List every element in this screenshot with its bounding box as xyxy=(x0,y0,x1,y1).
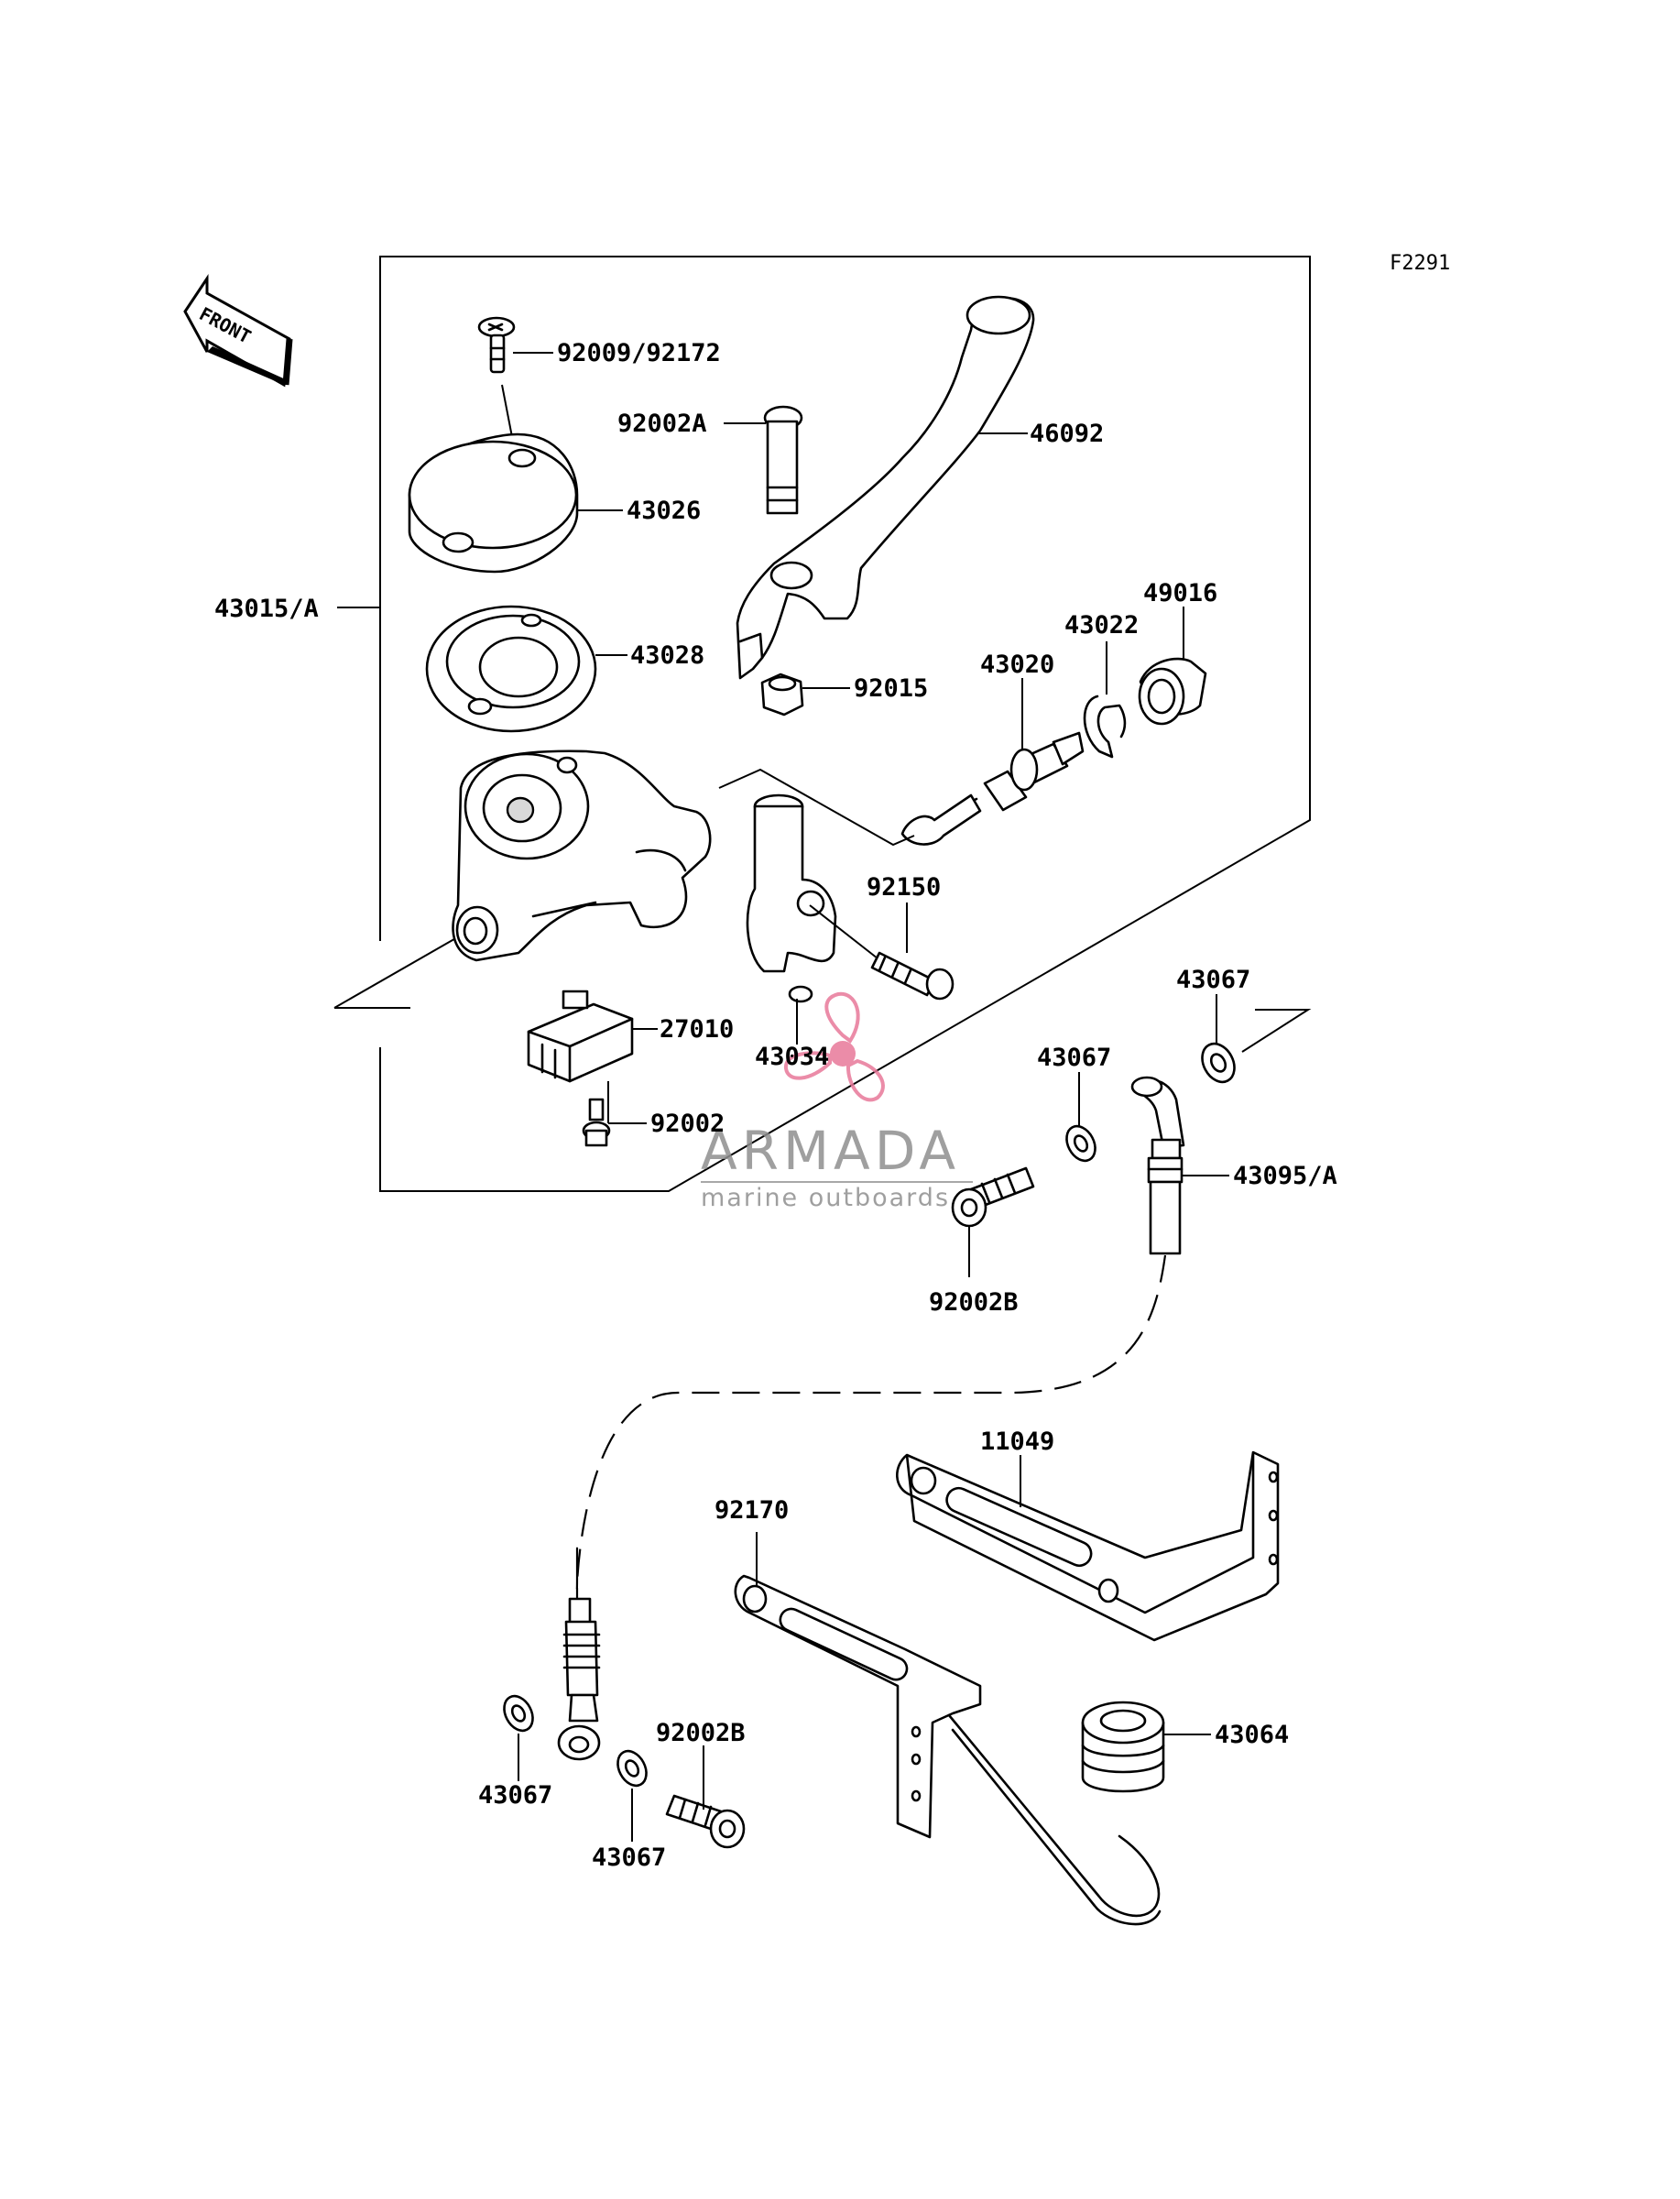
part-label: 92002A xyxy=(617,410,707,438)
washer-43067-d xyxy=(616,1749,648,1788)
part-label: 43067 xyxy=(1037,1044,1111,1072)
part-label: 49016 xyxy=(1143,579,1217,607)
part-label: 92002B xyxy=(929,1288,1019,1317)
part-label: 11049 xyxy=(980,1428,1054,1456)
screw-92009 xyxy=(477,316,516,443)
part-label: 46092 xyxy=(1030,420,1104,448)
watermark-brand: ARMADA xyxy=(701,1120,960,1182)
part-label: 43064 xyxy=(1215,1721,1289,1749)
brake-lever-46092 xyxy=(736,295,1035,680)
propeller-logo-icon xyxy=(784,991,885,1102)
circlip-43022 xyxy=(1083,695,1127,759)
assembly-outline xyxy=(333,256,1311,1192)
part-label: 27010 xyxy=(660,1015,734,1044)
part-label: 43015/A xyxy=(214,595,319,623)
part-label: 92015 xyxy=(854,674,928,703)
front-arrow-icon: FRONT xyxy=(183,274,293,388)
pivot-bolt-92002A xyxy=(763,405,803,515)
part-label: 43020 xyxy=(980,651,1054,679)
figure-code: F2291 xyxy=(1390,252,1450,275)
nut-92015 xyxy=(760,673,804,717)
part-label: 92150 xyxy=(867,873,941,902)
banjo-bolt-92002B-lower xyxy=(665,1794,746,1849)
part-labels: 92009/92172 92002A 46092 43026 43015/A 4… xyxy=(214,339,1337,1872)
piston-43020 xyxy=(900,731,1085,846)
part-label: 43067 xyxy=(592,1843,666,1872)
watermark: ARMADA marine outboards xyxy=(701,991,973,1212)
bolt-92150 xyxy=(809,904,955,1001)
part-label: 92170 xyxy=(715,1496,789,1525)
washer-43067-a xyxy=(1201,1042,1236,1084)
brake-hose-43095 xyxy=(1130,1076,1185,1255)
master-cylinder-body xyxy=(452,749,712,962)
bracket-92170 xyxy=(734,1574,1162,1926)
diaphragm-43028 xyxy=(425,605,597,733)
leader-lines xyxy=(337,352,1229,1842)
switch-27010 xyxy=(527,990,634,1147)
part-label: 43095/A xyxy=(1233,1162,1337,1190)
part-label: 43067 xyxy=(478,1781,552,1810)
holder-43034 xyxy=(746,793,837,1003)
bracket-11049 xyxy=(896,1450,1280,1642)
part-label: 43028 xyxy=(630,641,704,670)
part-label: 92002B xyxy=(656,1719,746,1747)
washer-43067-c xyxy=(503,1694,534,1733)
part-label: 43067 xyxy=(1176,966,1250,994)
banjo-bolt-92002B-upper xyxy=(951,1166,1035,1228)
brake-hose-lower xyxy=(557,1597,601,1761)
boot-49016 xyxy=(1138,657,1207,726)
part-label: 92009/92172 xyxy=(557,339,721,367)
reservoir-cap-43026 xyxy=(408,432,579,574)
washer-43067-b xyxy=(1065,1124,1096,1163)
part-label: 43022 xyxy=(1064,611,1139,640)
damper-43064 xyxy=(1081,1701,1165,1793)
part-label: 43026 xyxy=(627,497,701,525)
part-label: 43034 xyxy=(755,1043,829,1071)
part-label: 92002 xyxy=(650,1110,725,1138)
watermark-tagline: marine outboards xyxy=(701,1184,950,1212)
